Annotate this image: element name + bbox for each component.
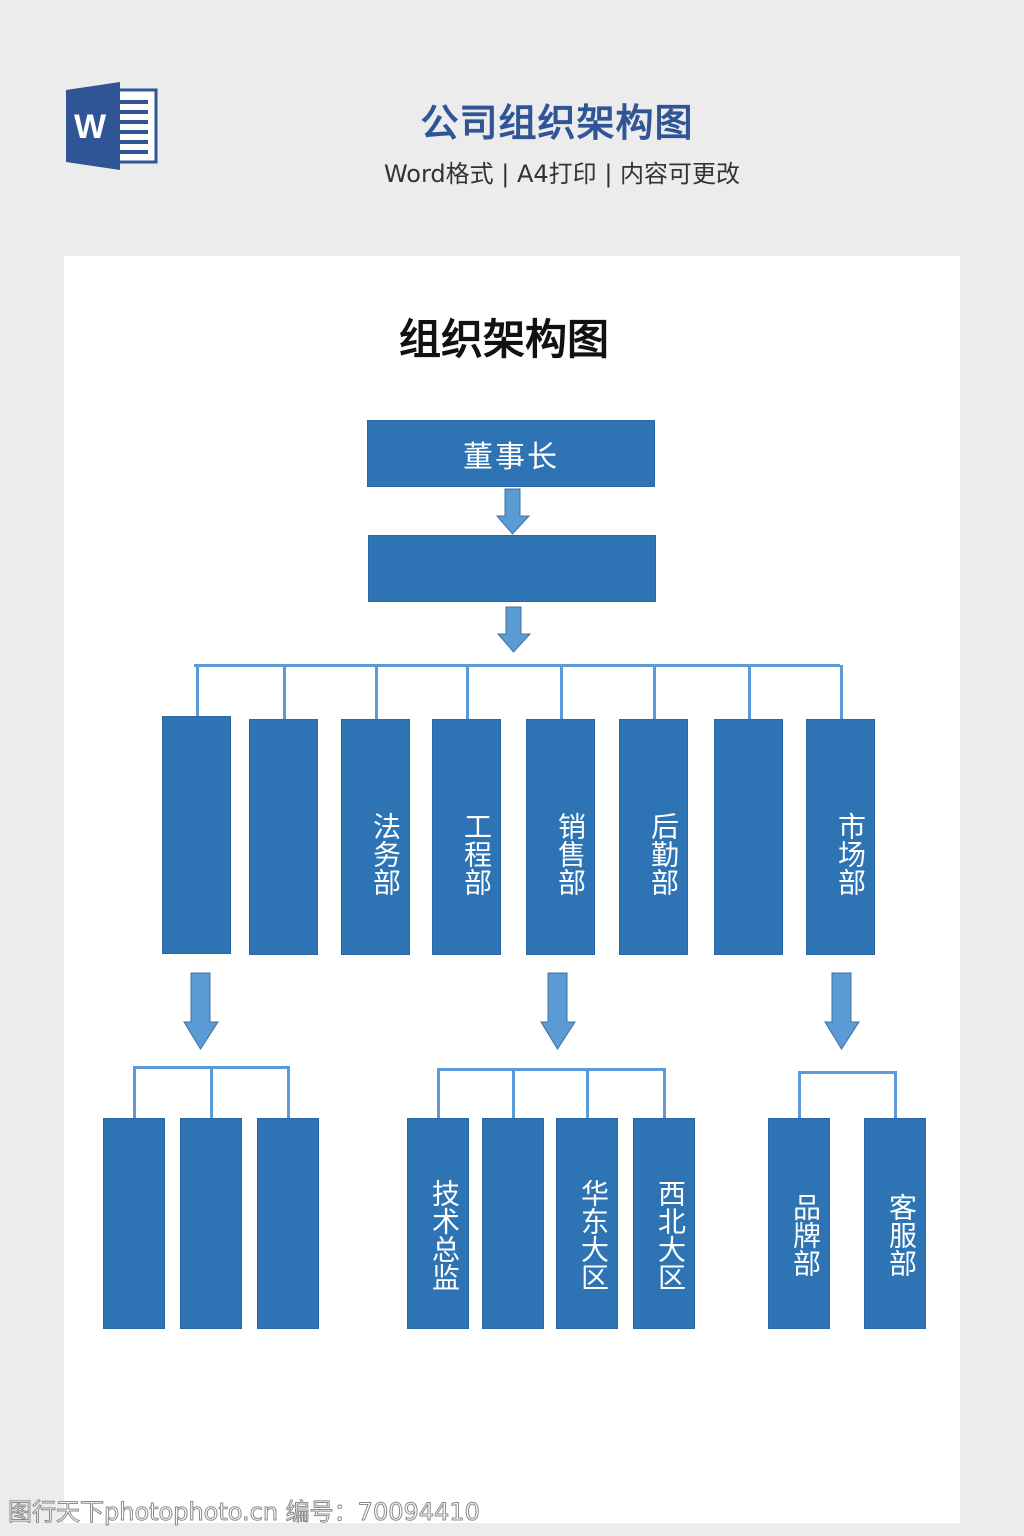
arrow-down-icon <box>540 972 576 1050</box>
org-box-department <box>714 719 783 955</box>
connector-line <box>194 664 840 667</box>
connector-line <box>287 1066 290 1118</box>
connector-line <box>586 1068 589 1118</box>
org-box-subunit: 西北大区 <box>633 1118 695 1329</box>
connector-line <box>374 665 378 719</box>
org-box-department <box>162 716 231 954</box>
document-title: 组织架构图 <box>398 315 609 364</box>
org-box-subunit <box>103 1118 165 1329</box>
connector-line <box>839 665 843 719</box>
org-box-label: 工程部 <box>460 811 493 896</box>
watermark: 图行天下photophoto.cn 编号：70094410 <box>8 1498 481 1527</box>
org-box-department: 法务部 <box>341 719 410 955</box>
connector-line <box>663 1068 666 1118</box>
org-box-subunit <box>482 1118 544 1329</box>
connector-line <box>195 665 199 719</box>
connector-line <box>133 1066 136 1118</box>
connector-line <box>437 1068 666 1071</box>
org-box-label: 后勤部 <box>647 811 680 896</box>
org-box-subunit: 技术总监 <box>407 1118 469 1329</box>
connector-line <box>798 1071 897 1074</box>
header-subtitle: Word格式 | A4打印 | 内容可更改 <box>383 160 741 188</box>
connector-line <box>282 665 286 719</box>
org-box-label: 市场部 <box>834 811 867 896</box>
org-box-subunit <box>257 1118 319 1329</box>
org-box-department: 市场部 <box>806 719 875 955</box>
org-box-chairman: 董事长 <box>367 420 655 487</box>
org-box-label: 客服部 <box>885 1192 918 1277</box>
org-box-label: 董事长 <box>463 439 559 475</box>
org-box-subunit <box>180 1118 242 1329</box>
org-box-department: 工程部 <box>432 719 501 955</box>
arrow-down-icon <box>183 972 219 1050</box>
org-box-subunit: 客服部 <box>864 1118 926 1329</box>
word-icon: W <box>64 80 158 172</box>
arrow-down-icon <box>824 972 860 1050</box>
svg-text:W: W <box>74 108 107 146</box>
org-box-subunit: 品牌部 <box>768 1118 830 1329</box>
arrow-down-icon <box>496 488 530 535</box>
header-title: 公司组织架构图 <box>420 101 694 145</box>
org-box-department: 销售部 <box>526 719 595 955</box>
org-box-department: 后勤部 <box>619 719 688 955</box>
org-box-subunit: 华东大区 <box>556 1118 618 1329</box>
org-box-department <box>249 719 318 955</box>
connector-line <box>437 1068 440 1118</box>
connector-line <box>210 1066 213 1118</box>
connector-line <box>652 665 656 719</box>
connector-line <box>465 665 469 719</box>
arrow-down-icon <box>497 606 531 653</box>
org-box-level2 <box>368 535 656 602</box>
connector-line <box>747 665 751 719</box>
connector-line <box>894 1071 897 1118</box>
org-box-label: 华东大区 <box>577 1178 610 1291</box>
org-box-label: 品牌部 <box>789 1192 822 1277</box>
org-box-label: 西北大区 <box>654 1178 687 1291</box>
org-box-label: 技术总监 <box>428 1178 461 1291</box>
org-box-label: 销售部 <box>554 811 587 896</box>
connector-line <box>798 1071 801 1118</box>
connector-line <box>512 1068 515 1118</box>
connector-line <box>559 665 563 719</box>
org-box-label: 法务部 <box>369 811 402 896</box>
